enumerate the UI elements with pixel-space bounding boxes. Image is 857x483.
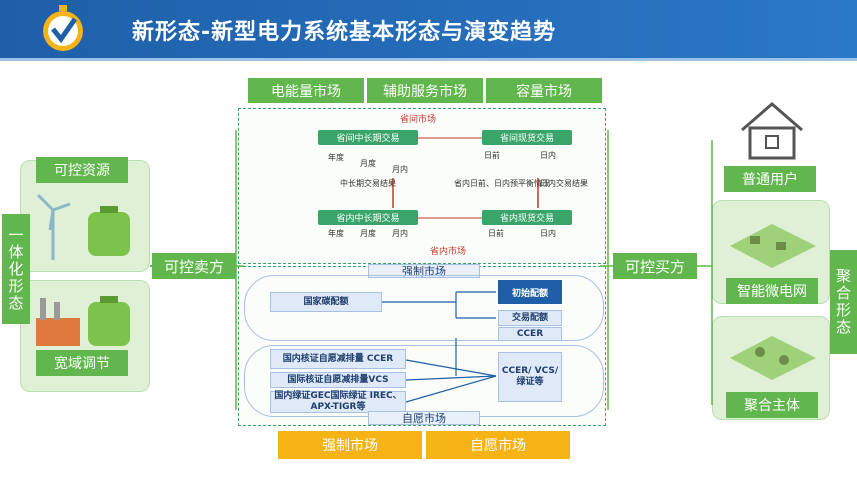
intra-spot-trade: 省内现货交易 <box>482 210 572 225</box>
wind-battery-icon <box>36 193 130 260</box>
mandatory-market-oval <box>244 275 604 341</box>
inter-spot-trade: 省间现货交易 <box>482 130 572 145</box>
energy-market-label: 电能量市场 <box>248 78 364 103</box>
header-divider <box>0 58 857 61</box>
intra-year: 年度 <box>328 229 344 238</box>
intra-provincial-market-title: 省内市场 <box>430 247 467 257</box>
page-title: 新形态-新型电力系统基本形态与演变趋势 <box>132 20 557 45</box>
inter-day-ahead: 日前 <box>484 151 500 160</box>
integrated-form-label: 一体化形态 <box>2 214 30 324</box>
bottom-mandatory-market: 强制市场 <box>278 431 422 459</box>
trade-flow-arrows <box>392 137 539 219</box>
inter-intraday: 日内 <box>540 151 556 160</box>
inter-provincial-market-title: 省间市场 <box>400 115 437 125</box>
inter-year: 年度 <box>328 153 344 162</box>
domestic-ccer: 国内核证自愿减排量 CCER <box>270 349 406 369</box>
inter-mid-long-trade: 省间中长期交易 <box>318 130 418 145</box>
aggregator-label: 聚合主体 <box>726 392 818 418</box>
initial-quota: 初始配额 <box>498 280 562 304</box>
intra-intraday: 日内 <box>540 229 556 238</box>
mandatory-market-bar: 强制市场 <box>368 264 480 278</box>
intra-month: 月度 <box>360 229 376 238</box>
national-quota: 国家碳配额 <box>270 292 382 312</box>
mid-long-clearing: 中长期交易结果 <box>340 179 396 188</box>
aggregated-form-label: 聚合形态 <box>830 250 857 354</box>
intra-day-ahead: 日前 <box>488 229 504 238</box>
wide-regulation-label: 宽域调节 <box>36 350 128 376</box>
carbon-flow-arrows <box>382 291 497 403</box>
intra-mid-long-trade: 省内中长期交易 <box>318 210 418 225</box>
bottom-voluntary-market: 自愿市场 <box>426 431 570 459</box>
factory-battery-icon <box>36 296 130 346</box>
smart-microgrid-label: 智能微电网 <box>726 278 818 304</box>
traded-quota: 交易配额 <box>498 310 562 326</box>
intl-vcs: 国际核证自愿减排量VCS <box>270 372 406 388</box>
aggregator-icon <box>730 336 816 380</box>
ancillary-market-label: 辅助服务市场 <box>367 78 483 103</box>
microgrid-icon <box>730 224 816 268</box>
controllable-buyer-label: 可控买方 <box>613 253 697 279</box>
controllable-resources-label: 可控资源 <box>36 157 128 183</box>
intra-balance: 省内日前、日内预平衡情况 <box>454 179 550 188</box>
intraday-clearing: 日内交易结果 <box>540 179 588 188</box>
inter-within-month: 月内 <box>392 165 408 174</box>
inter-month: 月度 <box>360 159 376 168</box>
voluntary-market-bar: 自愿市场 <box>368 411 480 425</box>
stopwatch-logo-icon <box>43 5 83 51</box>
capacity-market-label: 容量市场 <box>486 78 602 103</box>
ccer-box: CCER <box>498 327 562 341</box>
header-bar: 新形态-新型电力系统基本形态与演变趋势 <box>0 0 857 58</box>
gec-irec: 国内绿证GEC国际绿证 IREC、APX-TIGR等 <box>270 391 406 413</box>
intra-within-month: 月内 <box>392 229 408 238</box>
controllable-seller-label: 可控卖方 <box>152 253 236 279</box>
ordinary-user-label: 普通用户 <box>724 166 816 192</box>
ccer-vcs-certificate: CCER/ VCS/ 绿证等 <box>498 352 562 402</box>
house-icon <box>741 102 803 160</box>
